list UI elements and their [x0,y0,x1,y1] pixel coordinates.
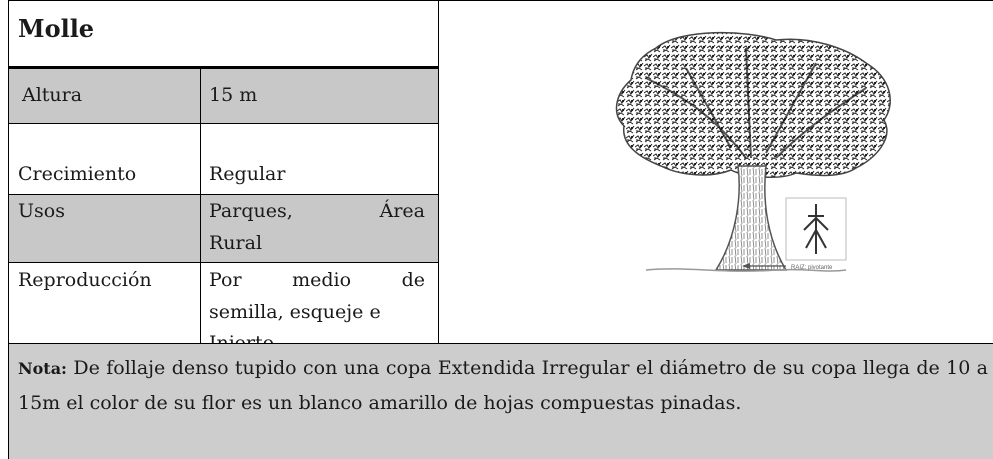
divider-row-2 [8,194,439,195]
label-reproduccion: Reproducción [18,269,152,291]
row-usos-bg [8,194,438,262]
value-reproduccion-word-3: de [401,269,425,291]
border-top [8,0,993,1]
tree-illustration: RAIZ: pivotante [446,8,993,338]
divider-title [8,66,439,69]
note-box: Nota: De follaje denso tupido con una co… [8,343,993,459]
divider-vertical-image [438,0,439,343]
note-label: Nota: [18,359,67,378]
row-altura-bg [8,68,438,123]
divider-row-1 [8,123,439,124]
value-reproduccion-line2: semilla, esqueje e [209,301,381,323]
root-caption: RAIZ: pivotante [791,265,833,271]
molle-tree-image: RAIZ: pivotante [615,31,891,272]
value-crecimiento: Regular [209,163,286,185]
species-title: Molle [18,14,95,43]
label-crecimiento: Crecimiento [18,163,137,185]
value-reproduccion-word-1: Por [209,269,242,291]
note-text: Nota: De follaje denso tupido con una co… [18,351,988,420]
border-left [8,0,9,459]
value-usos-line2: Rural [209,232,263,254]
divider-vertical-cols [200,68,201,343]
value-usos-word-1: Parques, [209,200,293,222]
divider-note [8,343,993,344]
value-reproduccion-line1: Por medio de [209,265,425,295]
label-altura: Altura [22,84,83,106]
value-usos-word-2: Área [379,200,425,222]
note-body: De follaje denso tupido con una copa Ext… [18,357,988,414]
value-usos-line1: Parques, Área [209,196,425,226]
value-reproduccion-word-2: medio [292,269,352,291]
divider-row-3 [8,262,439,263]
label-usos: Usos [18,200,65,222]
value-altura: 15 m [209,84,258,106]
species-card: Molle Altura 15 m Crecimiento Regular Us… [8,0,993,459]
